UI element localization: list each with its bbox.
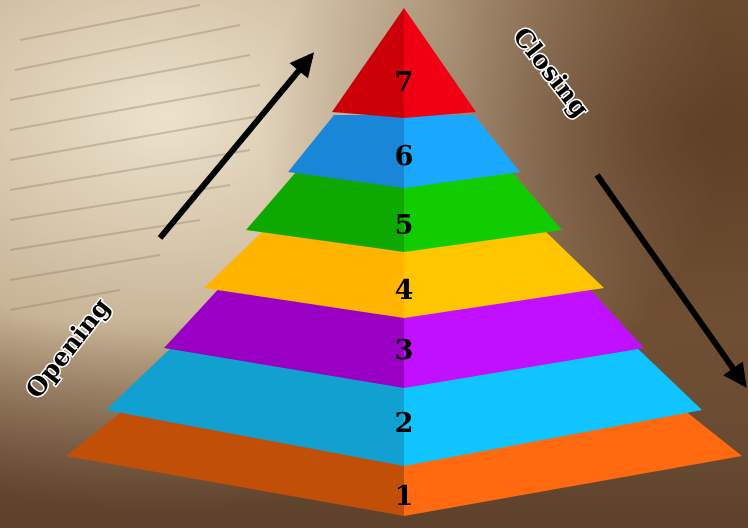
level-2-label: 2: [395, 408, 414, 439]
level-4-label: 4: [395, 275, 414, 306]
level-3-label: 3: [395, 335, 414, 366]
level-7-label: 7: [395, 67, 414, 98]
level-5-label: 5: [395, 210, 414, 241]
level-6-label: 6: [395, 141, 414, 172]
level-1-label: 1: [395, 481, 414, 512]
